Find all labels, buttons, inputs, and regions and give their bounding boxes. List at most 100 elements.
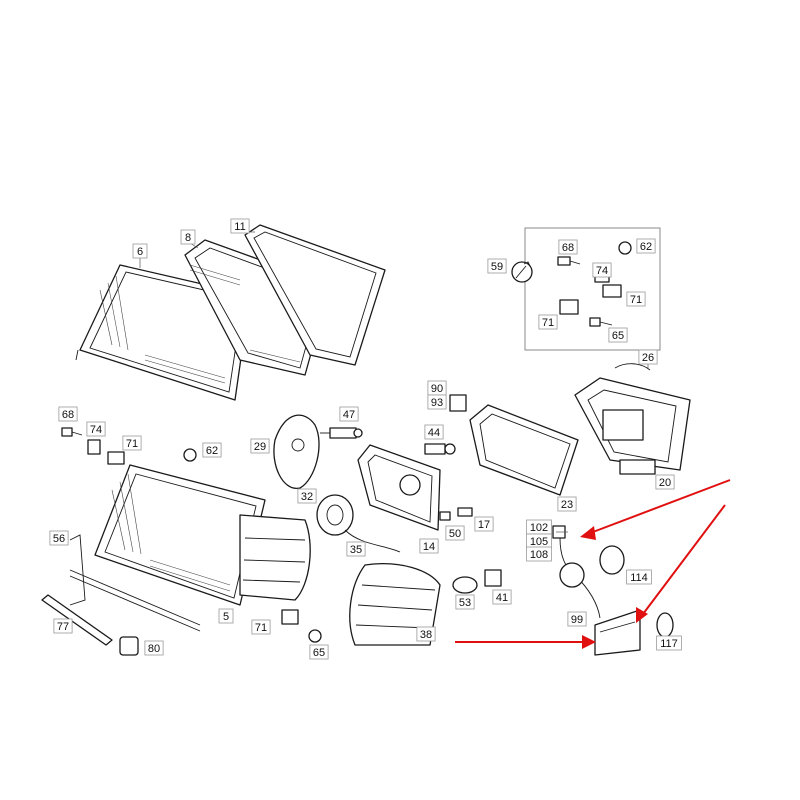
- part-label-20[interactable]: 20: [655, 474, 675, 490]
- part-label-62[interactable]: 62: [636, 238, 656, 254]
- nut-74-left[interactable]: [87, 439, 101, 455]
- part-label-65[interactable]: 65: [309, 644, 329, 660]
- bulb-17[interactable]: [457, 507, 473, 517]
- part-label-text: 90: [431, 383, 443, 395]
- part-label-53[interactable]: 53: [455, 594, 475, 610]
- cap-32[interactable]: [316, 494, 354, 536]
- part-label-62[interactable]: 62: [202, 442, 222, 458]
- part-label-box: [638, 349, 658, 365]
- clip-71-lower[interactable]: [281, 609, 299, 625]
- part-label-box: [626, 291, 646, 307]
- part-label-71[interactable]: 71: [251, 619, 271, 635]
- part-label-box: [445, 525, 465, 541]
- part-label-32[interactable]: 32: [297, 488, 317, 504]
- headlamp-seal-23[interactable]: [469, 404, 579, 496]
- part-label-box: [655, 474, 675, 490]
- part-label-box: [526, 546, 552, 562]
- part-label-17[interactable]: 17: [474, 516, 494, 532]
- part-label-box: [86, 421, 106, 437]
- bulb-47[interactable]: [320, 427, 363, 439]
- bulb-50[interactable]: [439, 511, 451, 521]
- lamp-38[interactable]: [349, 563, 441, 646]
- part-label-71[interactable]: 71: [538, 314, 558, 330]
- part-label-box: [558, 239, 578, 255]
- part-label-38[interactable]: 38: [416, 626, 436, 642]
- part-label-box: [538, 314, 558, 330]
- bracket-56[interactable]: [69, 534, 201, 632]
- part-label-box: [49, 530, 69, 546]
- lamp-assembly-5[interactable]: [94, 464, 311, 606]
- part-label-41[interactable]: 41: [492, 589, 512, 605]
- part-label-text: 68: [562, 242, 574, 254]
- side-marker-lamp-99[interactable]: [594, 609, 641, 656]
- part-label-text: 29: [254, 441, 266, 453]
- part-label-23[interactable]: 23: [557, 496, 577, 512]
- part-label-11[interactable]: 11: [230, 218, 250, 234]
- part-label-14[interactable]: 14: [419, 538, 439, 554]
- part-label-text: 117: [660, 638, 678, 650]
- part-label-29[interactable]: 29: [250, 438, 270, 454]
- headlamp-unit-29[interactable]: [273, 414, 320, 489]
- socket-41[interactable]: [484, 569, 502, 587]
- part-label-74[interactable]: 74: [592, 262, 612, 278]
- part-label-105[interactable]: 105: [526, 533, 552, 549]
- part-label-box: [251, 619, 271, 635]
- part-label-5[interactable]: 5: [218, 608, 234, 624]
- bulb-socket-90-93[interactable]: [449, 394, 467, 412]
- part-label-50[interactable]: 50: [445, 525, 465, 541]
- part-label-68[interactable]: 68: [58, 406, 78, 422]
- part-label-108[interactable]: 108: [526, 546, 552, 562]
- wire-35[interactable]: [344, 529, 401, 553]
- part-label-74[interactable]: 74: [86, 421, 106, 437]
- clip-80[interactable]: [119, 636, 139, 656]
- part-label-text: 114: [630, 572, 648, 584]
- bulb-117[interactable]: [656, 612, 674, 638]
- part-label-8[interactable]: 8: [180, 229, 196, 245]
- part-label-90[interactable]: 90: [427, 380, 447, 396]
- grommet-114[interactable]: [599, 545, 625, 575]
- part-label-56[interactable]: 56: [49, 530, 69, 546]
- clip-62-left[interactable]: [183, 448, 197, 462]
- wire-26[interactable]: [614, 363, 651, 371]
- part-label-35[interactable]: 35: [346, 541, 366, 557]
- clip-71-left[interactable]: [107, 451, 125, 465]
- part-label-80[interactable]: 80: [144, 640, 164, 656]
- part-label-text: 74: [90, 424, 102, 436]
- part-label-text: 80: [148, 643, 160, 655]
- part-label-77[interactable]: 77: [53, 618, 73, 634]
- part-label-71[interactable]: 71: [122, 435, 142, 451]
- headlamp-housing-20[interactable]: [574, 377, 691, 475]
- harness-102-105-108[interactable]: [552, 525, 601, 619]
- part-label-65[interactable]: 65: [608, 327, 628, 343]
- rod-77[interactable]: [41, 594, 113, 646]
- part-label-44[interactable]: 44: [424, 424, 444, 440]
- part-label-59[interactable]: 59: [487, 258, 507, 274]
- part-label-71[interactable]: 71: [626, 291, 646, 307]
- bulb-44[interactable]: [424, 443, 456, 455]
- part-label-text: 38: [420, 629, 432, 641]
- part-label-box: [180, 229, 196, 245]
- part-label-box: [144, 640, 164, 656]
- part-label-117[interactable]: 117: [656, 635, 682, 651]
- part-label-text: 71: [255, 622, 267, 634]
- part-label-box: [557, 496, 577, 512]
- headlamp-seal-11[interactable]: [244, 224, 386, 366]
- part-label-114[interactable]: 114: [626, 569, 652, 585]
- part-label-text: 41: [496, 592, 508, 604]
- reflector-14[interactable]: [357, 444, 441, 531]
- bulb-53[interactable]: [452, 576, 478, 594]
- screw-68-left[interactable]: [61, 427, 83, 437]
- part-label-text: 53: [459, 597, 471, 609]
- part-label-text: 5: [223, 611, 229, 623]
- part-label-102[interactable]: 102: [526, 519, 552, 535]
- part-label-text: 65: [313, 647, 325, 659]
- part-label-box: [416, 626, 436, 642]
- part-label-6[interactable]: 6: [132, 243, 148, 259]
- part-label-26[interactable]: 26: [638, 349, 658, 365]
- part-label-93[interactable]: 93: [427, 394, 447, 410]
- part-label-99[interactable]: 99: [567, 611, 587, 627]
- screw-65-lower[interactable]: [308, 629, 322, 643]
- part-label-68[interactable]: 68: [558, 239, 578, 255]
- part-label-47[interactable]: 47: [339, 406, 359, 422]
- part-label-box: [427, 394, 447, 410]
